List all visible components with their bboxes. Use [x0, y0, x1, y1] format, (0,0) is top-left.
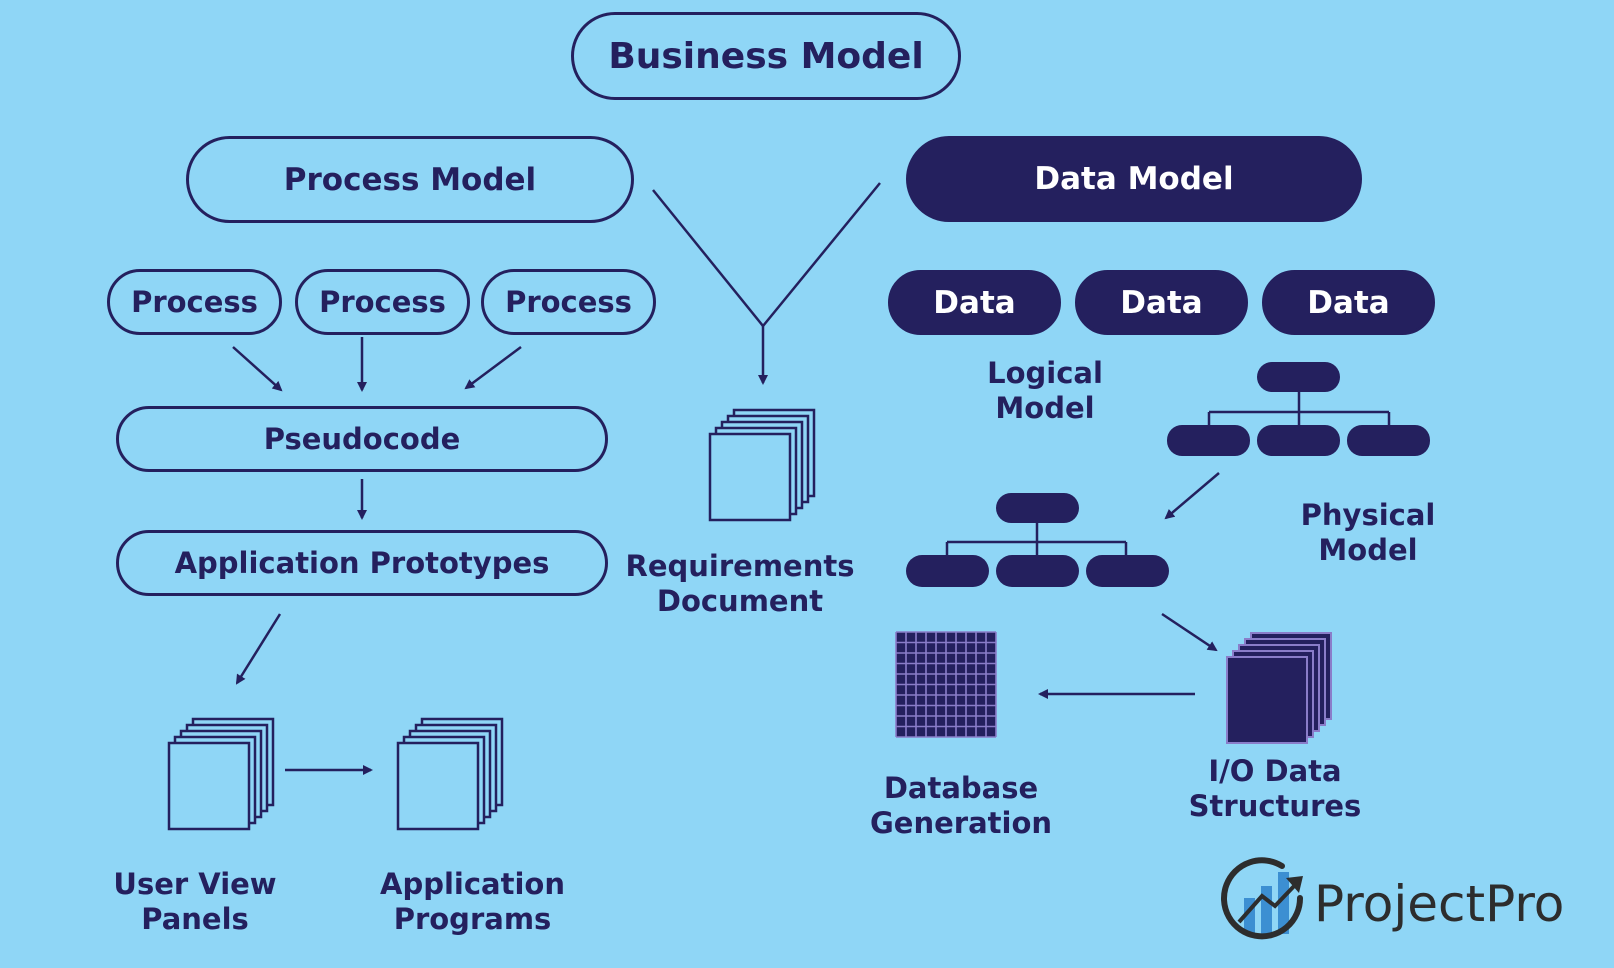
data-node-2: Data — [1075, 270, 1248, 335]
data-model-node: Data Model — [906, 136, 1362, 222]
user-view-panels-line-2: Panels — [141, 901, 249, 936]
user-view-panels-icon — [167, 717, 275, 831]
logical-model-tree-icon — [1167, 362, 1430, 456]
requirements-document-label: Requirements Document — [615, 549, 865, 619]
logical-model-line-2: Model — [995, 390, 1095, 425]
io-data-structures-line-1: I/O Data — [1208, 754, 1342, 788]
user-view-panels-label: User View Panels — [95, 867, 295, 937]
projectpro-wordmark: ProjectPro — [1314, 875, 1565, 933]
physical-model-label: Physical Model — [1283, 498, 1453, 568]
logical-model-label: Logical Model — [960, 356, 1130, 426]
pseudocode-node: Pseudocode — [116, 406, 608, 472]
application-prototypes-node: Application Prototypes — [116, 530, 608, 596]
application-programs-label: Application Programs — [360, 867, 585, 937]
application-programs-line-1: Application — [380, 867, 565, 901]
application-programs-line-2: Programs — [393, 901, 552, 936]
data-node-3: Data — [1262, 270, 1435, 335]
application-programs-icon — [396, 717, 504, 831]
physical-model-tree-icon — [906, 493, 1169, 587]
merge-connector — [652, 182, 881, 385]
database-generation-line-2: Generation — [869, 805, 1053, 840]
process-arrows — [232, 337, 522, 775]
data-arrows — [1038, 472, 1220, 699]
requirements-line-2: Document — [656, 583, 824, 618]
data-node-1: Data — [888, 270, 1061, 335]
physical-model-line-2: Model — [1318, 532, 1418, 567]
logical-model-line-1: Logical — [987, 356, 1103, 390]
process-node-2: Process — [295, 269, 470, 335]
user-view-panels-line-1: User View — [113, 867, 277, 901]
projectpro-logo-icon — [1221, 857, 1304, 940]
physical-model-line-1: Physical — [1300, 498, 1436, 532]
process-model-node: Process Model — [186, 136, 634, 223]
process-node-3: Process — [481, 269, 656, 335]
io-data-structures-icon — [1226, 632, 1332, 744]
database-generation-line-1: Database — [883, 771, 1039, 805]
database-grid-icon — [895, 631, 997, 738]
requirements-document-icon — [708, 408, 816, 522]
io-data-structures-label: I/O Data Structures — [1160, 754, 1390, 824]
process-node-1: Process — [107, 269, 282, 335]
database-generation-label: Database Generation — [856, 771, 1066, 841]
io-data-structures-line-2: Structures — [1188, 788, 1362, 823]
requirements-line-1: Requirements — [625, 549, 855, 583]
business-model-node: Business Model — [571, 12, 961, 100]
